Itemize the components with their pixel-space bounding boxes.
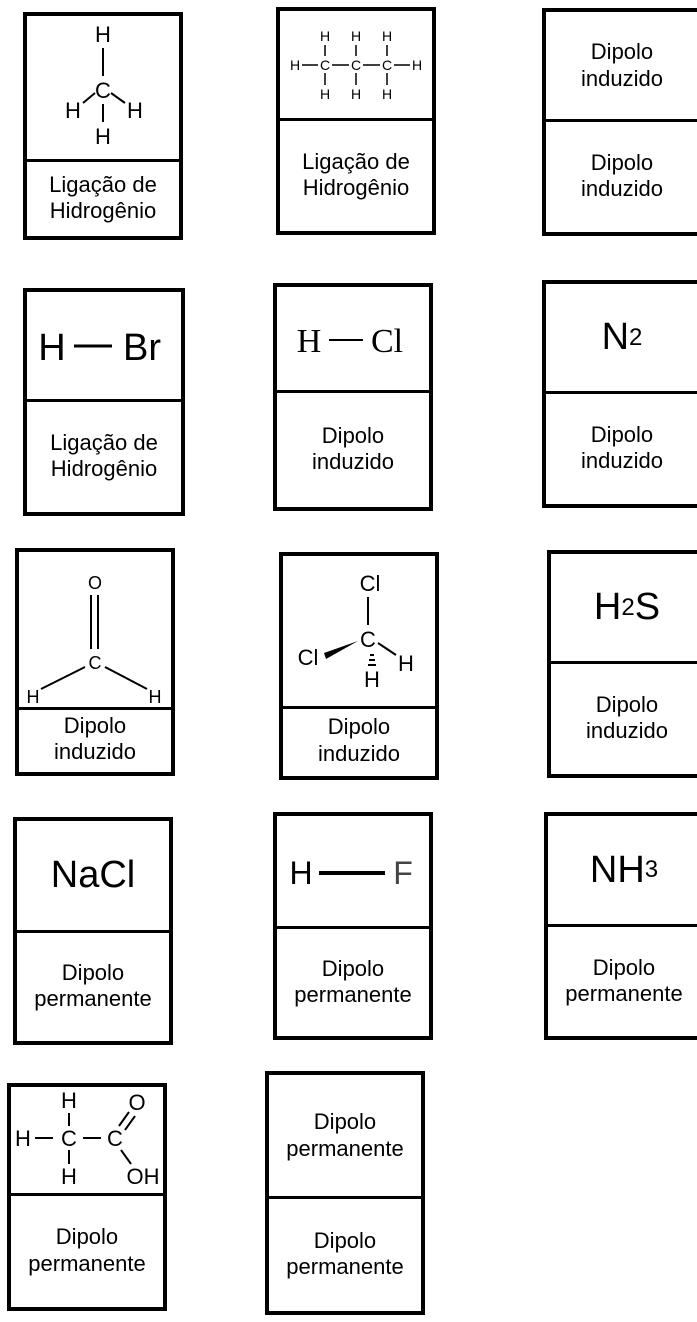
card-label: Ligação de Hidrogênio xyxy=(50,429,158,481)
atom-o: O xyxy=(88,573,102,593)
atom-c: C xyxy=(360,627,376,652)
card-top: H H H H C C C H H H H xyxy=(280,11,432,121)
svg-text:H: H xyxy=(382,86,392,102)
card-top: H Br xyxy=(27,292,181,402)
card-top: Cl C Cl H H xyxy=(283,556,435,709)
card-hcl[interactable]: H Cl Dipolo induzido xyxy=(273,283,433,511)
hbr-structure-icon: H Br xyxy=(38,327,161,369)
card-dipolo-permanente[interactable]: Dipolo permanente Dipolo permanente xyxy=(265,1071,425,1315)
card-label: Dipolo permanente xyxy=(28,1224,146,1276)
card-label: Dipolo permanente xyxy=(294,955,412,1007)
hcl-structure-icon: H Cl xyxy=(297,323,403,360)
atom-c: C xyxy=(89,653,102,673)
hf-structure-icon: H F xyxy=(289,855,413,891)
svg-text:H: H xyxy=(320,86,330,102)
card-label: Dipolo induzido xyxy=(581,421,663,473)
atom-cl: Cl xyxy=(371,323,403,360)
card-top: H F xyxy=(277,816,429,929)
atom-h-right: H xyxy=(149,687,162,707)
atom-h-right: H xyxy=(398,651,414,676)
card-top: H C H H H xyxy=(27,16,179,162)
card-dipolo-induzido[interactable]: Dipolo induzido Dipolo induzido xyxy=(542,8,697,236)
card-top-text: Dipolo permanente xyxy=(269,1075,421,1199)
atom-h-bottom: H xyxy=(95,124,111,149)
svg-text:H: H xyxy=(61,1088,77,1113)
svg-text:O: O xyxy=(128,1090,145,1115)
svg-text:C: C xyxy=(107,1126,123,1151)
atom-h: H xyxy=(38,327,65,369)
svg-text:H: H xyxy=(351,28,361,44)
card-propane[interactable]: H H H H C C C H H H H xyxy=(276,7,436,235)
card-label: Dipolo induzido xyxy=(318,714,400,766)
card-label: Dipolo permanente xyxy=(34,959,152,1011)
atom-f: F xyxy=(393,855,413,891)
card-formaldehyde[interactable]: O C H H Dipolo induzido xyxy=(15,548,175,776)
formula-subscript: 3 xyxy=(644,856,659,883)
formula-subscript: 2 xyxy=(629,323,643,351)
atom-h-left: H xyxy=(65,98,81,123)
svg-text:H: H xyxy=(382,28,392,44)
atom-h-left: H xyxy=(27,687,40,707)
card-label: Dipolo induzido xyxy=(586,691,668,743)
svg-text:C: C xyxy=(382,57,392,73)
svg-text:H: H xyxy=(412,57,422,73)
atom-br: Br xyxy=(123,327,161,369)
card-label: Dipolo induzido xyxy=(581,149,663,201)
methane-structure-icon: H C H H H xyxy=(65,22,143,149)
svg-text:C: C xyxy=(61,1126,77,1151)
formula-main: H xyxy=(593,586,622,628)
card-top: H Cl xyxy=(277,287,429,393)
card-top-text: Dipolo induzido xyxy=(546,12,697,122)
svg-text:H: H xyxy=(290,57,300,73)
svg-text:H: H xyxy=(15,1126,31,1151)
card-top-formula: NaCl xyxy=(17,821,169,933)
card-label: Ligação de Hidrogênio xyxy=(302,148,410,200)
atom-cl-top: Cl xyxy=(360,571,381,596)
atom-c: C xyxy=(95,78,111,103)
svg-text:H: H xyxy=(351,86,361,102)
card-acetic-acid[interactable]: H H C C O H OH Dipolo permanente xyxy=(7,1083,167,1311)
formula-main: N xyxy=(601,316,630,358)
dichloromethane-structure-icon: Cl C Cl H H xyxy=(298,571,414,692)
formula-main: NaCl xyxy=(50,854,136,896)
atom-h: H xyxy=(297,323,322,360)
formula-suffix: S xyxy=(634,586,661,628)
card-hf[interactable]: H F Dipolo permanente xyxy=(273,812,433,1040)
propane-structure-icon: H H H H C C C H H H H xyxy=(290,28,422,102)
formula-main: NH xyxy=(589,848,645,891)
svg-text:H: H xyxy=(61,1164,77,1189)
formula-subscript: 2 xyxy=(621,593,635,621)
card-label: Dipolo induzido xyxy=(54,712,136,764)
atom-h: H xyxy=(289,855,312,891)
card-hbr[interactable]: H Br Ligação de Hidrogênio xyxy=(23,288,185,516)
card-top: O C H H xyxy=(19,552,171,710)
formaldehyde-structure-icon: O C H H xyxy=(27,573,162,707)
atom-h-right: H xyxy=(127,98,143,123)
card-top: H H C C O H OH xyxy=(11,1087,163,1196)
svg-text:C: C xyxy=(320,57,330,73)
card-dichloromethane[interactable]: Cl C Cl H H Dipolo induzido xyxy=(279,552,439,780)
card-label: Dipolo permanente xyxy=(286,1227,404,1279)
card-label: Dipolo induzido xyxy=(312,422,394,474)
svg-text:H: H xyxy=(320,28,330,44)
atom-h-top: H xyxy=(95,22,111,47)
card-nacl[interactable]: NaCl Dipolo permanente xyxy=(13,817,173,1045)
svg-text:OH: OH xyxy=(127,1164,160,1189)
atom-cl-left: Cl xyxy=(298,645,319,670)
atom-h-bottom: H xyxy=(364,667,380,692)
card-label: Dipolo permanente xyxy=(565,954,683,1006)
acetic-acid-structure-icon: H H C C O H OH xyxy=(15,1088,160,1189)
svg-text:C: C xyxy=(351,57,361,73)
card-label: Ligação de Hidrogênio xyxy=(49,171,157,223)
card-methane[interactable]: H C H H H Ligação de Hidrogênio xyxy=(23,12,183,240)
